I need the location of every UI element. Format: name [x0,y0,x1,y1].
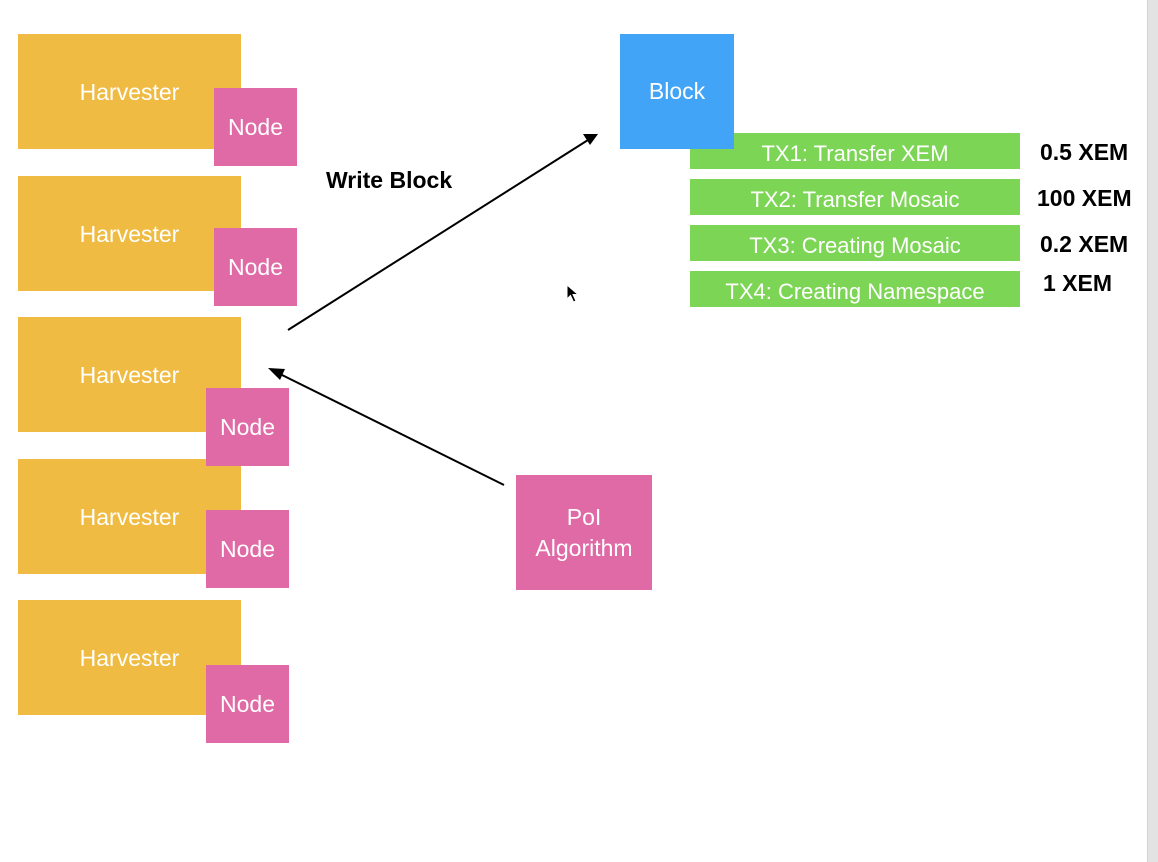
mouse-cursor-icon [566,284,580,303]
harvester-label: Harvester [79,645,180,671]
harvester-box [18,459,241,574]
harvester-label: Harvester [79,221,180,247]
harvester-label: Harvester [79,79,180,105]
write-block-arrowhead [583,134,598,145]
harvester-box [18,317,241,432]
transaction-fee-tx3: 0.2 XEM [1040,231,1129,257]
node-box: Node [214,228,297,306]
node-box: Node [214,88,297,166]
node-box: Node [206,510,289,588]
harvester-label: Harvester [79,362,180,388]
node-box: Node [206,665,289,743]
transaction-fee-tx2: 100 XEM [1037,185,1132,211]
transaction-tx4: TX4: Creating Namespace [690,271,1020,307]
harvester-box [18,34,241,149]
transaction-fee-tx4: 1 XEM [1043,270,1113,296]
poi-algorithm-box: PoI Algorithm [516,475,652,590]
harvester-label: Harvester [79,504,180,530]
poi-label-line2: Algorithm [535,534,633,561]
poi-arrow-line [279,373,505,486]
write-block-arrow-line [287,139,589,331]
transaction-fee-tx1: 0.5 XEM [1040,139,1129,165]
poi-label-line1: PoI [566,503,602,530]
node-box: Node [206,388,289,466]
write-block-label: Write Block [326,167,453,193]
poi-arrowhead [268,368,285,380]
window-edge [1147,0,1158,862]
transaction-tx2: TX2: Transfer Mosaic [690,179,1020,215]
harvester-box [18,600,241,715]
transaction-tx3: TX3: Creating Mosaic [690,225,1020,261]
transaction-tx1: TX1: Transfer XEM [690,133,1020,169]
block-box: Block [620,34,734,149]
harvester-box [18,176,241,291]
